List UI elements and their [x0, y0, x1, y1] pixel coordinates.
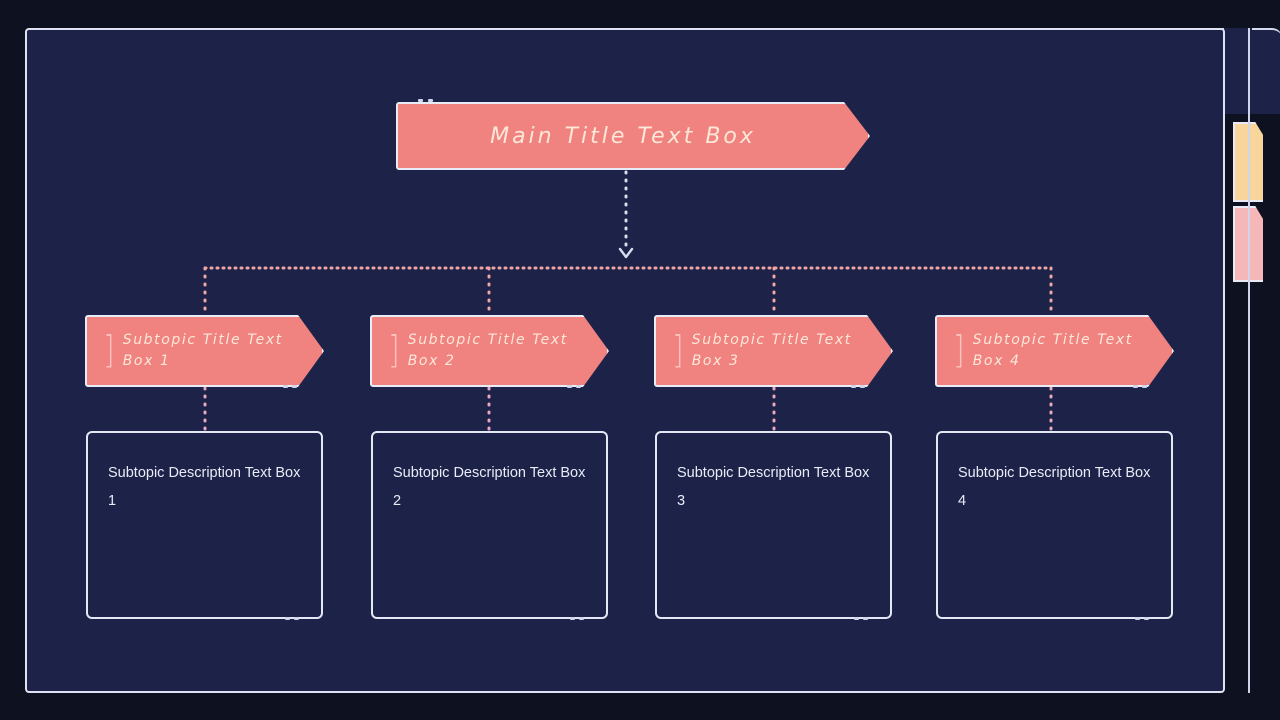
main-title-text-box[interactable]: Main Title Text Box [396, 102, 870, 170]
side-panel-notch [1222, 28, 1252, 60]
subtopic-description-label-4: Subtopic Description Text Box 4 [958, 465, 1151, 509]
resize-handle-subtopic-4[interactable] [1133, 385, 1138, 388]
resize-handle-subtopic-2[interactable] [567, 385, 572, 388]
subtopic-title-text-box-2[interactable]: ] Subtopic Title Text Box 2 [370, 315, 609, 387]
resize-handle-desc-3b[interactable] [863, 617, 868, 620]
subtopic-title-label-3: Subtopic Title Text Box 3 [691, 332, 852, 369]
subtopic-description-label-2: Subtopic Description Text Box 2 [393, 465, 586, 509]
resize-handle-subtopic-3[interactable] [851, 385, 856, 388]
side-panel-rail [1248, 28, 1250, 693]
bracket-icon: ] [953, 328, 965, 373]
resize-handle-main-title-top[interactable] [418, 99, 423, 102]
subtopic-description-text-box-4[interactable]: Subtopic Description Text Box 4 [936, 431, 1173, 619]
resize-handle-subtopic-4b[interactable] [1142, 385, 1147, 388]
resize-handle-main-title-top-2[interactable] [428, 99, 433, 102]
resize-handle-desc-1[interactable] [285, 617, 290, 620]
subtopic-description-label-1: Subtopic Description Text Box 1 [108, 465, 301, 509]
subtopic-description-text-box-1[interactable]: Subtopic Description Text Box 1 [86, 431, 323, 619]
resize-handle-desc-2b[interactable] [579, 617, 584, 620]
resize-handle-desc-2[interactable] [570, 617, 575, 620]
subtopic-title-label-4: Subtopic Title Text Box 4 [972, 332, 1133, 369]
subtopic-title-text-box-1[interactable]: ] Subtopic Title Text Box 1 [85, 315, 324, 387]
subtopic-description-text-box-2[interactable]: Subtopic Description Text Box 2 [371, 431, 608, 619]
subtopic-title-text-box-3[interactable]: ] Subtopic Title Text Box 3 [654, 315, 893, 387]
subtopic-title-label-1: Subtopic Title Text Box 1 [122, 332, 283, 369]
bracket-icon: ] [388, 328, 400, 373]
subtopic-description-label-3: Subtopic Description Text Box 3 [677, 465, 870, 509]
resize-handle-desc-4[interactable] [1135, 617, 1140, 620]
resize-handle-subtopic-2b[interactable] [576, 385, 581, 388]
subtopic-title-text-box-4[interactable]: ] Subtopic Title Text Box 4 [935, 315, 1174, 387]
subtopic-title-label-2: Subtopic Title Text Box 2 [407, 332, 568, 369]
resize-handle-subtopic-1[interactable] [283, 385, 288, 388]
bracket-icon: ] [103, 328, 115, 373]
resize-handle-subtopic-3b[interactable] [860, 385, 865, 388]
subtopic-description-text-box-3[interactable]: Subtopic Description Text Box 3 [655, 431, 892, 619]
resize-handle-desc-4b[interactable] [1144, 617, 1149, 620]
resize-handle-desc-3[interactable] [854, 617, 859, 620]
resize-handle-subtopic-1b[interactable] [292, 385, 297, 388]
resize-handle-desc-1b[interactable] [294, 617, 299, 620]
bracket-icon: ] [672, 328, 684, 373]
main-title-label: Main Title Text Box [490, 123, 756, 149]
